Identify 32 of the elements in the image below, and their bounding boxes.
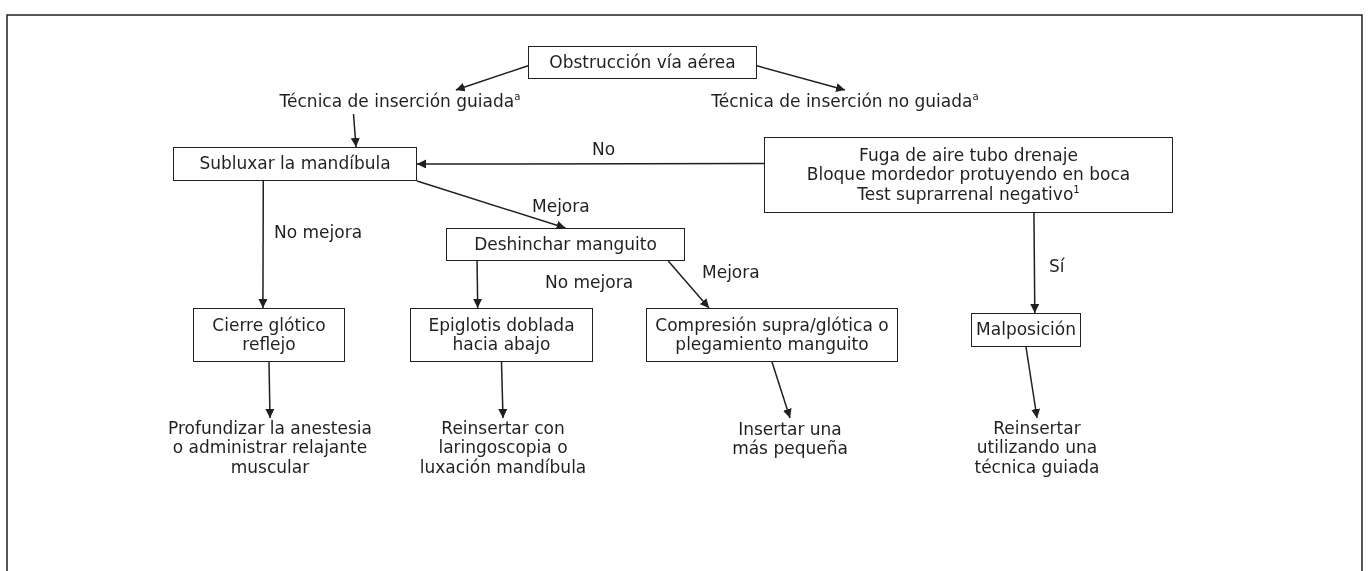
outcome-text: Técnica de inserción guiada$^{a}$	[245, 90, 555, 114]
arrow	[1025, 346, 1041, 419]
condition-text: Bloque mordedor protuyendo en boca	[806, 165, 1131, 185]
outcome-text: Profundizar la anestesia o administrar relajante muscular	[168, 418, 372, 478]
outcome-text: Reinsertar con laringoscopia o luxación mandíbula	[405, 418, 601, 478]
process-box: Deshinchar manguito	[446, 228, 685, 261]
arrow	[455, 65, 529, 92]
arrow	[258, 180, 268, 309]
arrow	[416, 180, 567, 230]
process-box: Malposición	[971, 313, 1081, 347]
edge-label: Mejora	[530, 196, 592, 216]
arrow	[771, 361, 792, 419]
arrow	[498, 361, 508, 419]
outcome-text: Técnica de inserción no guiada$^{a}$	[690, 90, 1000, 114]
outcome-text: Reinsertar utilizando una técnica guiada	[967, 418, 1107, 478]
process-box: Obstrucción vía aérea	[528, 46, 757, 79]
outcome-text: Insertar una más pequeña	[730, 418, 850, 460]
process-box: Epiglotis doblada hacia abajo	[410, 308, 593, 362]
condition-text: Fuga de aire tubo drenaje	[859, 146, 1078, 166]
condition-box	[764, 137, 1173, 213]
edge-label: Mejora	[700, 262, 762, 282]
arrow	[265, 361, 275, 419]
arrow	[1030, 212, 1040, 314]
arrow	[350, 113, 360, 148]
condition-text: Test suprarrenal negativo$^{1}$	[857, 184, 1080, 204]
arrow	[473, 260, 483, 309]
process-box: Subluxar la mandíbula	[173, 147, 417, 181]
arrow	[416, 159, 765, 169]
arrow	[667, 260, 710, 309]
arrow	[756, 65, 846, 92]
process-box: Compresión supra/glótica o plegamiento manguito	[646, 308, 898, 362]
process-box: Cierre glótico reflejo	[193, 308, 345, 362]
